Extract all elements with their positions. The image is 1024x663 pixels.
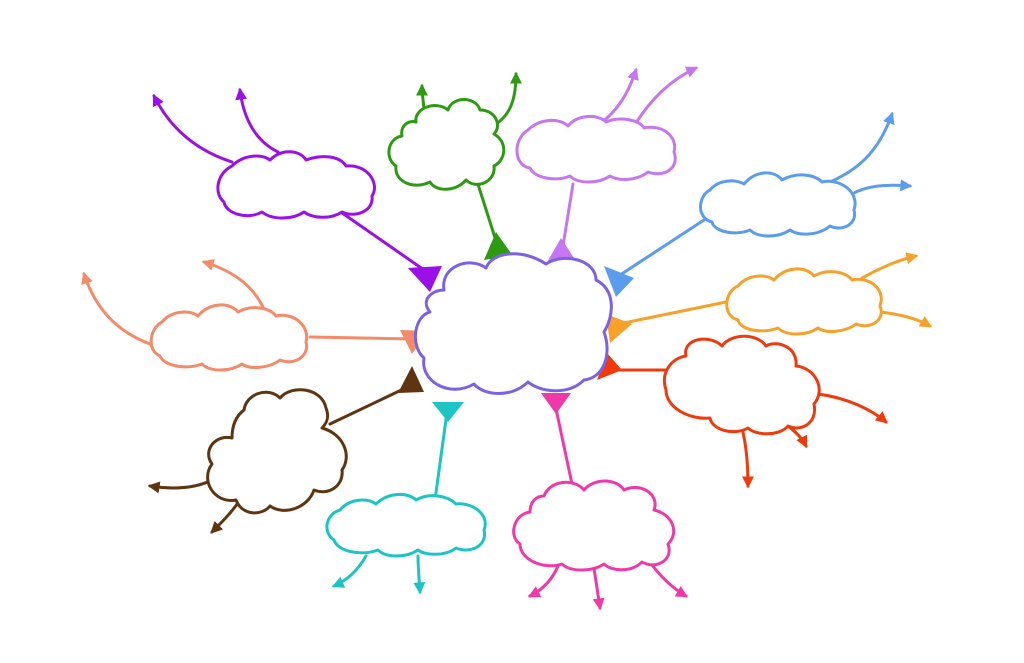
topic-cloud-pink[interactable] <box>512 479 676 572</box>
connector-salmon <box>308 330 428 354</box>
connector-brown <box>328 366 424 426</box>
topic-cloud-purple[interactable] <box>216 150 376 220</box>
connector-blue <box>604 218 706 297</box>
topic-cloud-cyan[interactable] <box>325 493 487 558</box>
subtopic-arrows-blue <box>828 111 913 196</box>
topic-cloud-red[interactable] <box>663 334 821 436</box>
central-topic-cloud[interactable] <box>413 252 613 395</box>
topic-cloud-salmon[interactable] <box>149 303 309 372</box>
connector-cyan <box>432 402 464 502</box>
topic-cloud-brown[interactable] <box>206 388 348 515</box>
subtopic-arrows-salmon <box>81 259 268 346</box>
subtopic-arrows-lilac <box>598 66 699 128</box>
subtopic-arrows-orange <box>860 252 933 328</box>
connector-purple <box>333 206 442 292</box>
connector-pink <box>541 393 574 486</box>
topic-cloud-blue[interactable] <box>699 171 857 238</box>
topic-cloud-lilac[interactable] <box>515 115 677 184</box>
topic-cloud-green[interactable] <box>387 98 506 191</box>
connector-green <box>474 176 513 260</box>
subtopic-arrows-cyan <box>331 554 426 595</box>
subtopic-arrows-purple <box>152 87 280 164</box>
connector-lilac <box>546 182 575 264</box>
topic-cloud-orange[interactable] <box>725 267 883 336</box>
connector-orange <box>606 300 728 343</box>
